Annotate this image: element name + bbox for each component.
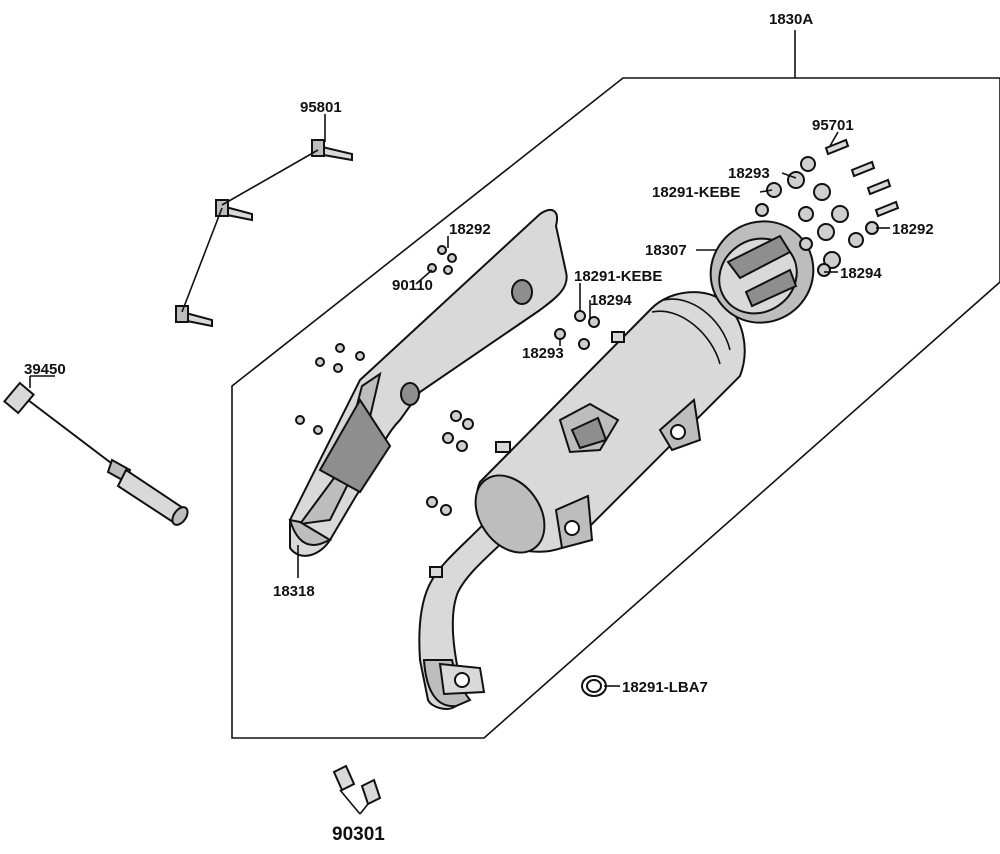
label-assembly: 1830A: [769, 11, 813, 28]
label-washer-end-c: 18294: [840, 265, 882, 282]
label-washer-small-a: 18292: [449, 221, 491, 238]
label-gasket-kebe-mid: 18291-KEBE: [574, 268, 662, 285]
leader-lines: [29, 114, 890, 687]
heat-shield: [288, 209, 568, 557]
assembly-boundary: [231, 30, 1000, 739]
exhaust-gasket: [581, 675, 607, 697]
nuts-90301: [332, 764, 382, 815]
label-sensor: 39450: [24, 361, 66, 378]
label-nut-bottom: 90301: [332, 824, 385, 845]
label-exhaust-gasket: 18291-LBA7: [622, 679, 708, 696]
bolts-95801: [175, 139, 353, 328]
label-washer-mid-b: 18293: [522, 345, 564, 362]
endcap-hardware: [755, 138, 900, 277]
label-bolt-screw: 90110: [392, 277, 433, 294]
oxygen-sensor: [2, 381, 189, 526]
label-end-cap: 18307: [645, 242, 687, 259]
label-gasket-kebe-end: 18291-KEBE: [652, 184, 740, 201]
muffler-body: [418, 291, 746, 710]
label-bolt-top-left: 95801: [300, 99, 342, 116]
label-bolt-end-cap: 95701: [812, 117, 854, 134]
label-washer-mid-a: 18294: [590, 292, 632, 309]
label-heat-shield: 18318: [273, 583, 315, 600]
shield-hardware: [295, 245, 600, 516]
label-washer-end-b: 18292: [892, 221, 934, 238]
part-labels: 1830A 95801 39450 18292 90110 18318 1829…: [24, 11, 934, 845]
end-cap: [709, 220, 815, 324]
label-washer-end-a: 18293: [728, 165, 770, 182]
